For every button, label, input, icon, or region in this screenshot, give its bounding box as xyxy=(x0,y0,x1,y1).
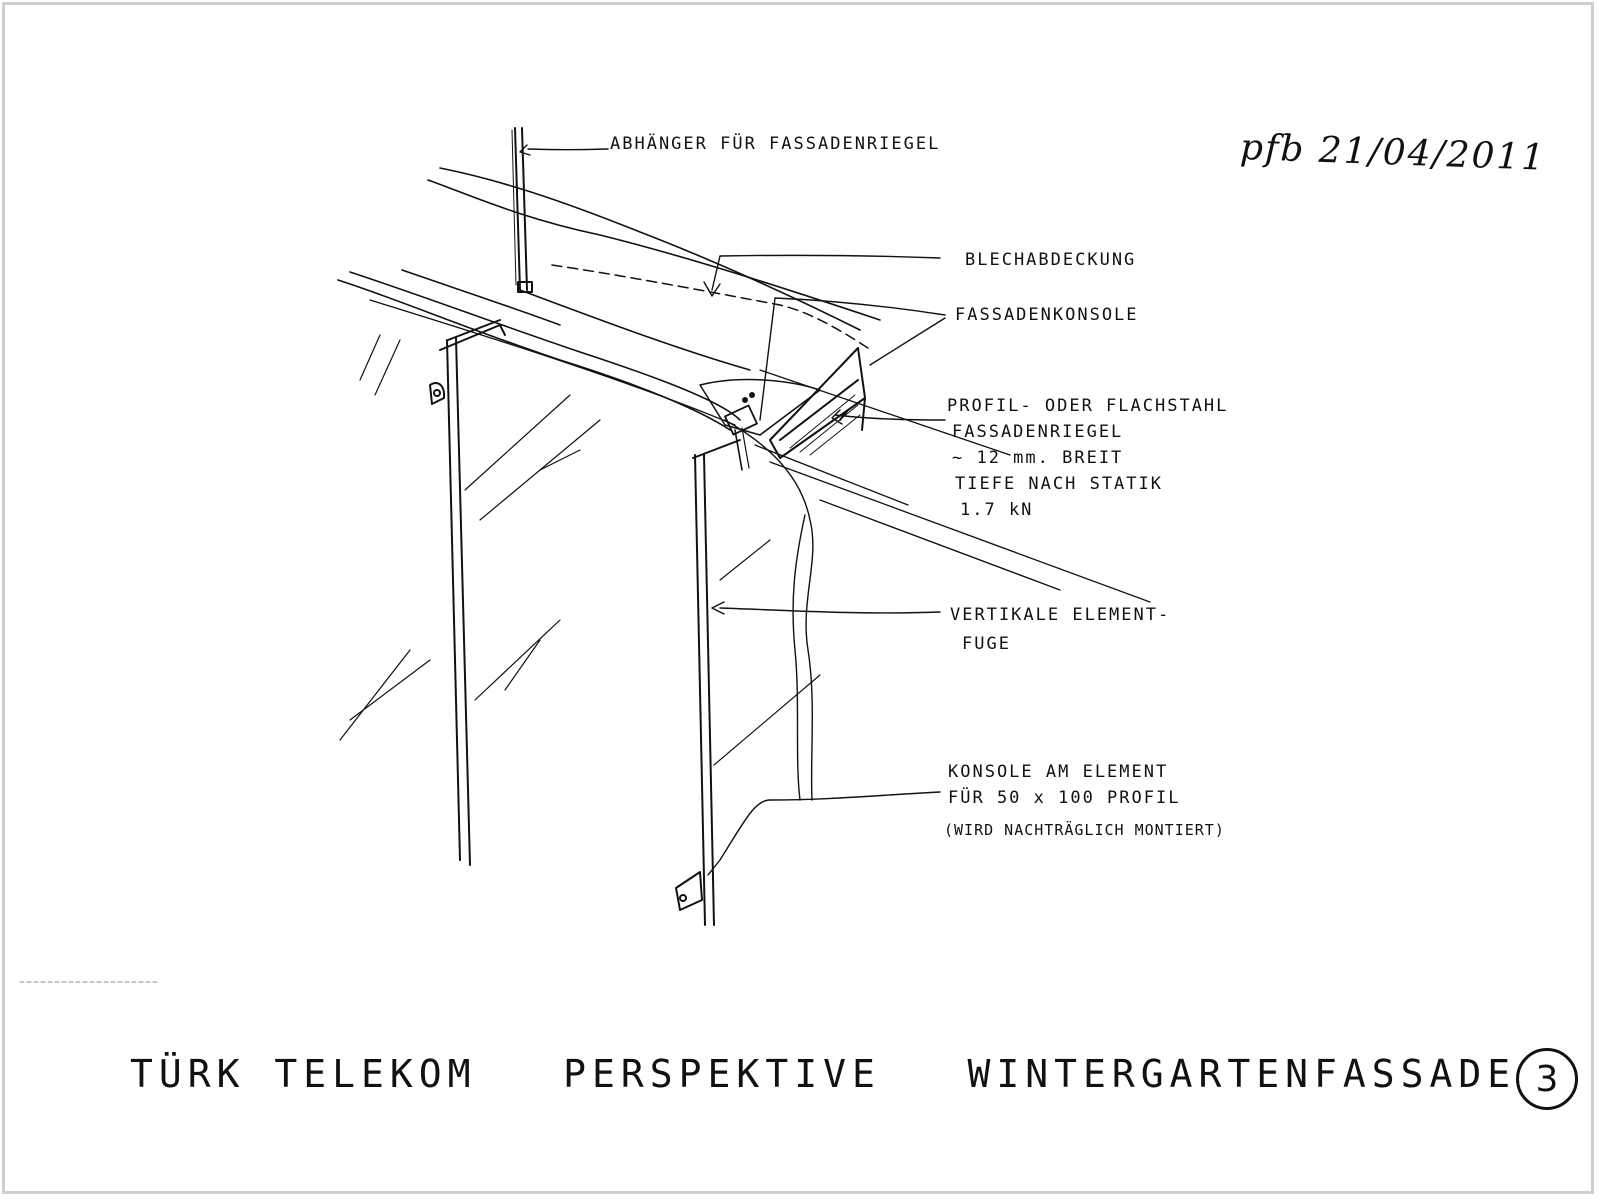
sheet-number-badge: 3 xyxy=(1516,1048,1578,1110)
label-abhaenger: ABHÄNGER FÜR FASSADENRIEGEL xyxy=(610,134,941,154)
right-mullion xyxy=(675,427,750,926)
label-profil-2: FASSADENRIEGEL xyxy=(952,422,1124,442)
label-profil-4: TIEFE NACH STATIK xyxy=(955,474,1163,494)
glass-hatching xyxy=(339,334,821,766)
label-profil-1: PROFIL- ODER FLACHSTAHL xyxy=(947,396,1229,416)
left-mullion xyxy=(429,319,506,866)
label-blechabdeckung: BLECHABDECKUNG xyxy=(965,250,1137,270)
label-konsole-2: FÜR 50 x 100 PROFIL xyxy=(948,788,1181,808)
label-konsole-3: (WIRD NACHTRÄGLICH MONTIERT) xyxy=(944,821,1225,839)
label-profil-5: 1.7 kN xyxy=(960,500,1034,520)
label-fassadenkonsole: FASSADENKONSOLE xyxy=(955,305,1139,325)
slab-top-lines xyxy=(337,167,881,431)
cover-plate xyxy=(519,264,869,371)
label-vertikale-1: VERTIKALE ELEMENT- xyxy=(950,605,1171,625)
label-profil-3: ~ 12 mm. BREIT xyxy=(952,448,1124,468)
leader-lines xyxy=(519,144,946,876)
background-lines xyxy=(369,299,1151,603)
facade-console xyxy=(699,347,866,459)
label-konsole-1: KONSOLE AM ELEMENT xyxy=(948,762,1169,782)
sheet-title: TÜRK TELEKOM PERSPEKTIVE WINTERGARTENFAS… xyxy=(130,1052,1517,1096)
label-vertikale-2: FUGE xyxy=(962,634,1011,654)
element-joint-line xyxy=(724,419,814,801)
